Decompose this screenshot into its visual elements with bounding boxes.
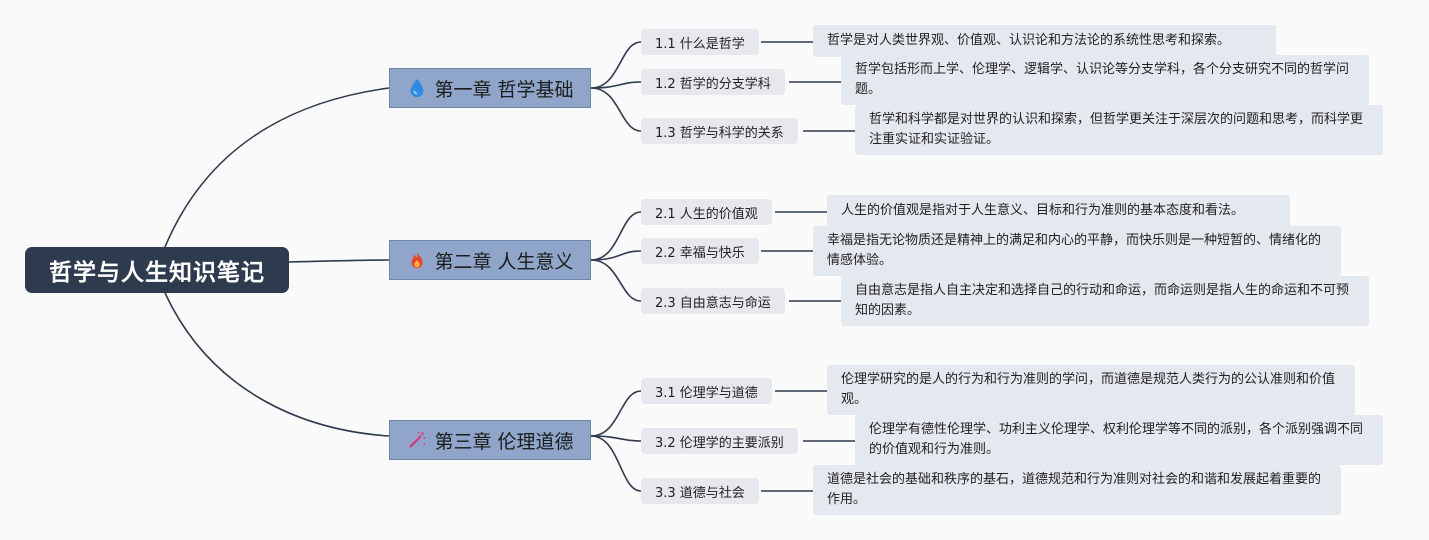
connector-ch1-s3	[590, 87, 642, 132]
description-text: 伦理学研究的是人的行为和行为准则的学问，而道德是规范人类行为的公认准则和价值观。	[841, 372, 1336, 407]
connector-root-ch1	[164, 87, 390, 248]
section-node[interactable]: 3.1 伦理学与道德	[641, 378, 772, 404]
connector-ch1-s1	[590, 41, 642, 89]
connector-ch2-s2	[590, 250, 642, 261]
section-title: 1.3 哲学与科学的关系	[655, 125, 784, 141]
description-text: 哲学是对人类世界观、价值观、认识论和方法论的系统性思考和探索。	[827, 33, 1231, 48]
chapter-1-node[interactable]: 第一章 哲学基础	[389, 68, 591, 108]
description-text: 人生的价值观是指对于人生意义、目标和行为准则的基本态度和看法。	[841, 203, 1245, 218]
magic-wand-icon	[406, 429, 428, 451]
description-note[interactable]: 哲学包括形而上学、伦理学、逻辑学、认识论等分支学科，各个分支研究不同的哲学问题。	[841, 55, 1369, 105]
chapter-3-title: 第三章 伦理道德	[434, 430, 574, 453]
description-note[interactable]: 自由意志是指人自主决定和选择自己的行动和命运，而命运则是指人生的命运和不可预知的…	[841, 276, 1369, 326]
section-node[interactable]: 1.1 什么是哲学	[641, 29, 759, 55]
connector-ch1-s2	[590, 81, 642, 89]
section-title: 3.1 伦理学与道德	[655, 385, 758, 401]
description-note[interactable]: 伦理学有德性伦理学、功利主义伦理学、权利伦理学等不同的派别，各个派别强调不同的价…	[855, 415, 1383, 465]
section-node[interactable]: 2.2 幸福与快乐	[641, 238, 759, 264]
section-node[interactable]: 2.1 人生的价值观	[641, 199, 772, 225]
section-title: 2.2 幸福与快乐	[655, 245, 745, 261]
section-title: 2.3 自由意志与命运	[655, 295, 771, 311]
connector-ch3-s3	[590, 435, 642, 492]
description-note[interactable]: 幸福是指无论物质还是精神上的满足和内心的平静，而快乐则是一种短暂的、情绪化的情感…	[813, 226, 1341, 276]
description-note[interactable]: 人生的价值观是指对于人生意义、目标和行为准则的基本态度和看法。	[827, 195, 1290, 227]
section-title: 1.1 什么是哲学	[655, 36, 745, 52]
description-text: 哲学包括形而上学、伦理学、逻辑学、认识论等分支学科，各个分支研究不同的哲学问题。	[855, 62, 1350, 97]
description-note[interactable]: 哲学和科学都是对世界的认识和探索，但哲学更关注于深层次的问题和思考，而科学更注重…	[855, 105, 1383, 155]
chapter-3-node[interactable]: 第三章 伦理道德	[389, 420, 591, 460]
section-node[interactable]: 1.3 哲学与科学的关系	[641, 118, 798, 144]
root-title: 哲学与人生知识笔记	[49, 260, 265, 286]
chapter-2-title: 第二章 人生意义	[434, 250, 574, 273]
description-note[interactable]: 哲学是对人类世界观、价值观、认识论和方法论的系统性思考和探索。	[813, 25, 1276, 57]
description-note[interactable]: 道德是社会的基础和秩序的基石，道德规范和行为准则对社会的和谐和发展起着重要的作用…	[813, 465, 1341, 515]
section-node[interactable]: 3.3 道德与社会	[641, 478, 759, 504]
water-drop-icon	[406, 77, 428, 99]
description-text: 自由意志是指人自主决定和选择自己的行动和命运，而命运则是指人生的命运和不可预知的…	[855, 283, 1350, 318]
section-node[interactable]: 2.3 自由意志与命运	[641, 288, 785, 314]
section-title: 3.3 道德与社会	[655, 485, 745, 501]
connector-ch3-s2	[590, 435, 642, 442]
description-text: 伦理学有德性伦理学、功利主义伦理学、权利伦理学等不同的派别，各个派别强调不同的价…	[869, 422, 1364, 457]
connector-ch2-s1	[590, 211, 642, 261]
section-title: 2.1 人生的价值观	[655, 206, 758, 222]
root-topic[interactable]: 哲学与人生知识笔记	[25, 247, 289, 293]
chapter-2-node[interactable]: 第二章 人生意义	[389, 240, 591, 280]
section-title: 1.2 哲学的分支学科	[655, 76, 771, 92]
connector-ch2-s3	[590, 259, 642, 302]
section-node[interactable]: 3.2 伦理学的主要派别	[641, 428, 798, 454]
description-text: 道德是社会的基础和秩序的基石，道德规范和行为准则对社会的和谐和发展起着重要的作用…	[827, 472, 1322, 507]
description-note[interactable]: 伦理学研究的是人的行为和行为准则的学问，而道德是规范人类行为的公认准则和价值观。	[827, 365, 1355, 415]
flame-icon	[406, 249, 428, 271]
section-title: 3.2 伦理学的主要派别	[655, 435, 784, 451]
connector-root-ch3	[164, 292, 390, 437]
description-text: 幸福是指无论物质还是精神上的满足和内心的平静，而快乐则是一种短暂的、情绪化的情感…	[827, 233, 1322, 268]
section-node[interactable]: 1.2 哲学的分支学科	[641, 69, 785, 95]
chapter-1-title: 第一章 哲学基础	[434, 78, 574, 101]
connector-root-ch2	[288, 259, 390, 263]
connector-ch3-s1	[590, 390, 642, 437]
description-text: 哲学和科学都是对世界的认识和探索，但哲学更关注于深层次的问题和思考，而科学更注重…	[869, 112, 1364, 147]
